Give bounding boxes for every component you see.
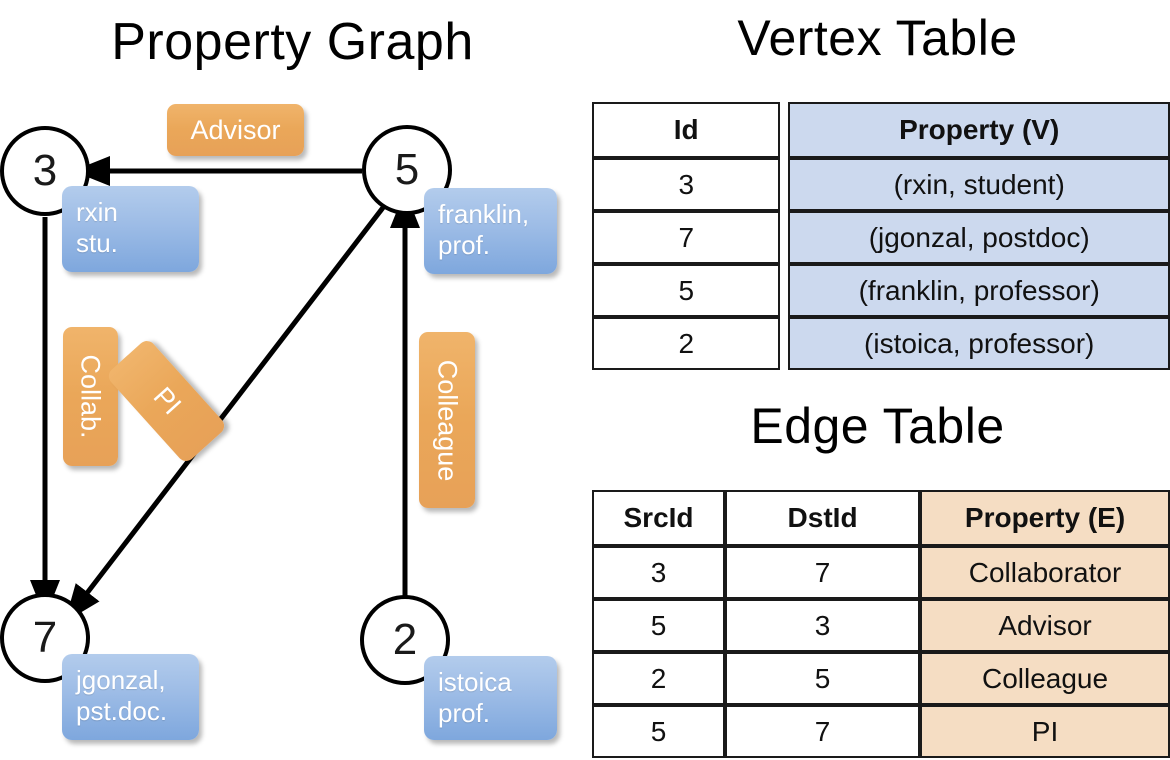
vertex-table-cell-id: 7	[592, 211, 781, 264]
edge-label-collab: Collab.	[63, 327, 118, 466]
page-title-property-graph: Property Graph	[111, 13, 474, 71]
vertex-table-column-gap	[780, 102, 788, 158]
table-row: 2 (istoica, professor)	[592, 317, 1170, 370]
vertex-table-header-row: Id Property (V)	[592, 102, 1170, 158]
edge-table-cell-dstid: 7	[725, 705, 921, 758]
edge-table-cell-srcid: 2	[592, 652, 726, 705]
graph-vertex-2[interactable]: 2	[360, 595, 450, 685]
vertex-property-box-istoica: istoica prof.	[424, 656, 557, 740]
vertex-property-line-1: jgonzal,	[76, 665, 166, 695]
edge-table-cell-property: Advisor	[920, 599, 1170, 652]
vertex-table-cell-property: (istoica, professor)	[788, 317, 1170, 370]
edge-label-collab-text: Collab.	[76, 354, 107, 439]
vertex-table-cell-id: 2	[592, 317, 781, 370]
property-graph-diagram: 3 5 7 2 rxin stu. franklin, prof. jgonza…	[0, 104, 557, 740]
table-row: 2 5 Colleague	[592, 652, 1170, 705]
vertex-table-cell-property: (rxin, student)	[788, 158, 1170, 211]
edge-table-cell-property: Colleague	[920, 652, 1170, 705]
edge-label-pi-text: PI	[147, 381, 187, 421]
vertex-table: Id Property (V) 3 (rxin, student) 7 (jgo…	[592, 102, 1170, 370]
table-row: 3 7 Collaborator	[592, 546, 1170, 599]
vertex-property-line-2: prof.	[438, 230, 491, 260]
vertex-table-column-gap	[780, 264, 788, 317]
edge-table-cell-dstid: 7	[725, 546, 921, 599]
page-title-vertex-table: Vertex Table	[737, 10, 1018, 66]
edge-label-advisor-text: Advisor	[190, 114, 281, 145]
edge-table-header-row: SrcId DstId Property (E)	[592, 490, 1170, 546]
vertex-property-line-1: rxin	[76, 197, 118, 227]
vertex-property-line-2: stu.	[76, 228, 118, 258]
edge-label-colleague-text: Colleague	[432, 359, 463, 481]
edge-table-header-property: Property (E)	[920, 490, 1170, 546]
vertex-property-line-1: franklin,	[438, 199, 530, 229]
edge-table-cell-srcid: 5	[592, 599, 726, 652]
table-row: 5 (franklin, professor)	[592, 264, 1170, 317]
vertex-table-cell-id: 5	[592, 264, 781, 317]
edge-table-cell-srcid: 3	[592, 546, 726, 599]
vertex-table-column-gap	[780, 211, 788, 264]
vertex-property-box-jgonzal: jgonzal, pst.doc.	[62, 654, 199, 740]
edge-table-cell-dstid: 5	[725, 652, 921, 705]
edge-line-pi	[64, 203, 387, 622]
edge-label-colleague: Colleague	[419, 332, 475, 508]
vertex-property-line-2: prof.	[438, 698, 491, 728]
edge-label-advisor: Advisor	[167, 104, 304, 156]
edge-table-header-srcid: SrcId	[592, 490, 726, 546]
page-title-edge-table: Edge Table	[750, 398, 1005, 454]
edge-table-header-dstid: DstId	[725, 490, 921, 546]
vertex-table-cell-id: 3	[592, 158, 781, 211]
vertex-property-box-rxin: rxin stu.	[62, 186, 199, 272]
table-row: 5 7 PI	[592, 705, 1170, 758]
vertex-table-cell-property: (franklin, professor)	[788, 264, 1170, 317]
vertex-property-line-1: istoica	[438, 667, 512, 697]
edge-table-cell-property: PI	[920, 705, 1170, 758]
vertex-property-line-2: pst.doc.	[76, 696, 168, 726]
vertex-table-header-property: Property (V)	[788, 102, 1170, 158]
vertex-table-header-id: Id	[592, 102, 781, 158]
vertex-table-column-gap	[780, 158, 788, 211]
edge-table-cell-property: Collaborator	[920, 546, 1170, 599]
table-row: 3 (rxin, student)	[592, 158, 1170, 211]
vertex-property-box-franklin: franklin, prof.	[424, 188, 557, 274]
vertex-table-cell-property: (jgonzal, postdoc)	[788, 211, 1170, 264]
table-row: 5 3 Advisor	[592, 599, 1170, 652]
vertex-table-column-gap	[780, 317, 788, 370]
edge-table-cell-dstid: 3	[725, 599, 921, 652]
edge-table: SrcId DstId Property (E) 3 7 Collaborato…	[592, 490, 1170, 758]
graph-edge-lines	[30, 156, 420, 622]
table-row: 7 (jgonzal, postdoc)	[592, 211, 1170, 264]
edge-table-cell-srcid: 5	[592, 705, 726, 758]
